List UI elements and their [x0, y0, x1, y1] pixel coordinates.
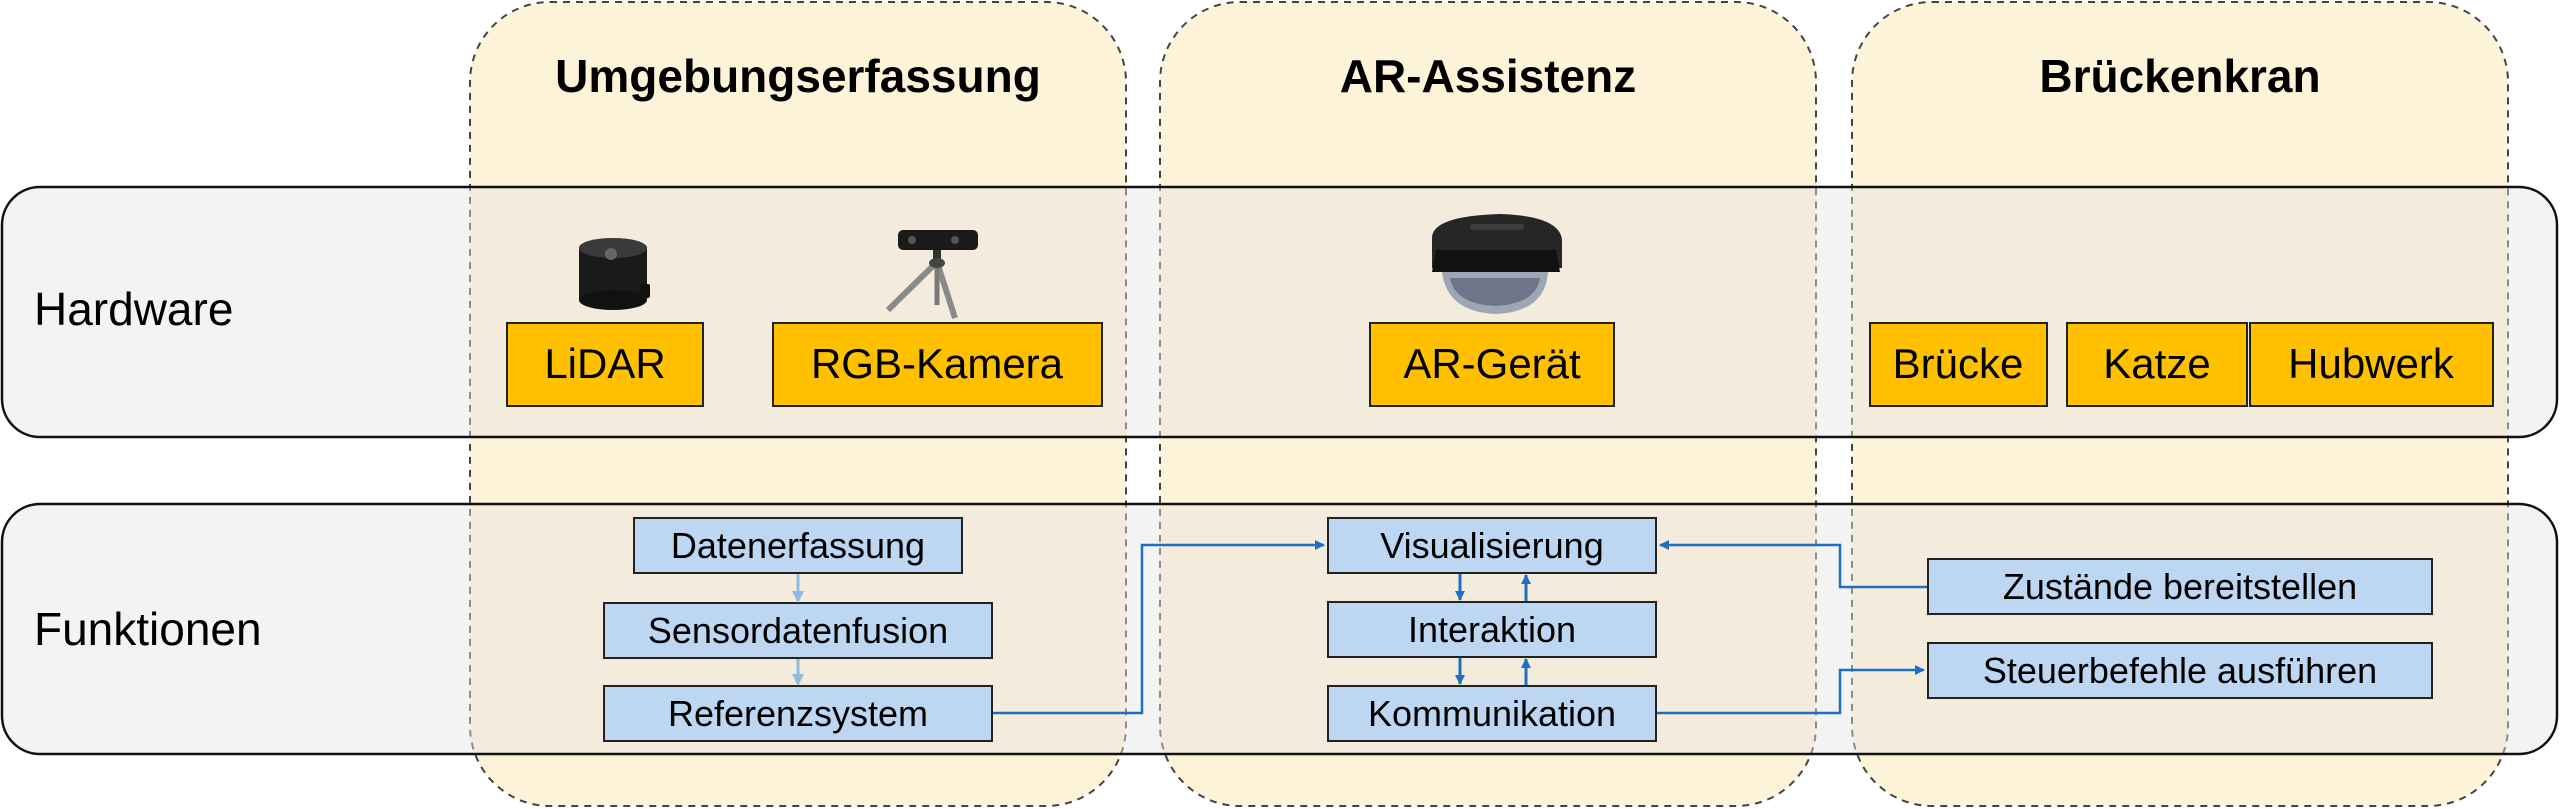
arrows-ar [1455, 574, 1531, 685]
arrow-communication-to-commands [1657, 665, 1925, 715]
hardware-rgb-camera-box: RGB-Kamera [772, 322, 1103, 407]
function-sensor-fusion-box: Sensordatenfusion [603, 602, 993, 659]
arrow-states-to-visualization [1659, 540, 1927, 589]
hardware-hoist-label: Hubwerk [2288, 340, 2455, 387]
hardware-lidar-box: LiDAR [506, 322, 704, 407]
arrows-connectors [993, 540, 1927, 715]
function-visualization-label: Visualisierung [1380, 525, 1603, 566]
column-title-crane: Brückenkran [2039, 50, 2320, 102]
arrow-reference-to-visualization [993, 540, 1325, 715]
hardware-ar-device-label: AR-Gerät [1403, 340, 1581, 387]
hardware-trolley-box: Katze [2066, 322, 2248, 407]
hardware-bridge-box: Brücke [1869, 322, 2048, 407]
column-title-environment: Umgebungserfassung [555, 50, 1041, 102]
hardware-ar-device-box: AR-Gerät [1369, 322, 1615, 407]
function-execute-commands-label: Steuerbefehle ausführen [1983, 650, 2377, 691]
row-label-functions: Funktionen [34, 603, 262, 655]
row-functions [0, 502, 2559, 756]
function-interaction-box: Interaktion [1327, 601, 1657, 658]
hardware-rgb-camera-label: RGB-Kamera [811, 340, 1064, 387]
function-provide-states-box: Zustände bereitstellen [1927, 558, 2433, 615]
row-label-hardware: Hardware [34, 283, 233, 335]
function-reference-system-label: Referenzsystem [668, 693, 928, 734]
function-data-acquisition-box: Datenerfassung [633, 517, 963, 574]
function-communication-label: Kommunikation [1368, 693, 1616, 734]
function-interaction-label: Interaktion [1408, 609, 1576, 650]
hardware-hoist-box: Hubwerk [2249, 322, 2494, 407]
hardware-trolley-label: Katze [2103, 340, 2210, 387]
function-communication-box: Kommunikation [1327, 685, 1657, 742]
function-sensor-fusion-label: Sensordatenfusion [648, 610, 948, 651]
function-reference-system-box: Referenzsystem [603, 685, 993, 742]
column-title-ar: AR-Assistenz [1340, 50, 1637, 102]
lidar-sensor-icon [579, 238, 650, 310]
function-data-acquisition-label: Datenerfassung [671, 525, 925, 566]
rgb-camera-icon [885, 230, 978, 319]
function-provide-states-label: Zustände bereitstellen [2003, 566, 2357, 607]
function-visualization-box: Visualisierung [1327, 517, 1657, 574]
function-execute-commands-box: Steuerbefehle ausführen [1927, 642, 2433, 699]
ar-headset-icon [1432, 214, 1562, 314]
hardware-bridge-label: Brücke [1893, 340, 2024, 387]
hardware-lidar-label: LiDAR [544, 340, 665, 387]
